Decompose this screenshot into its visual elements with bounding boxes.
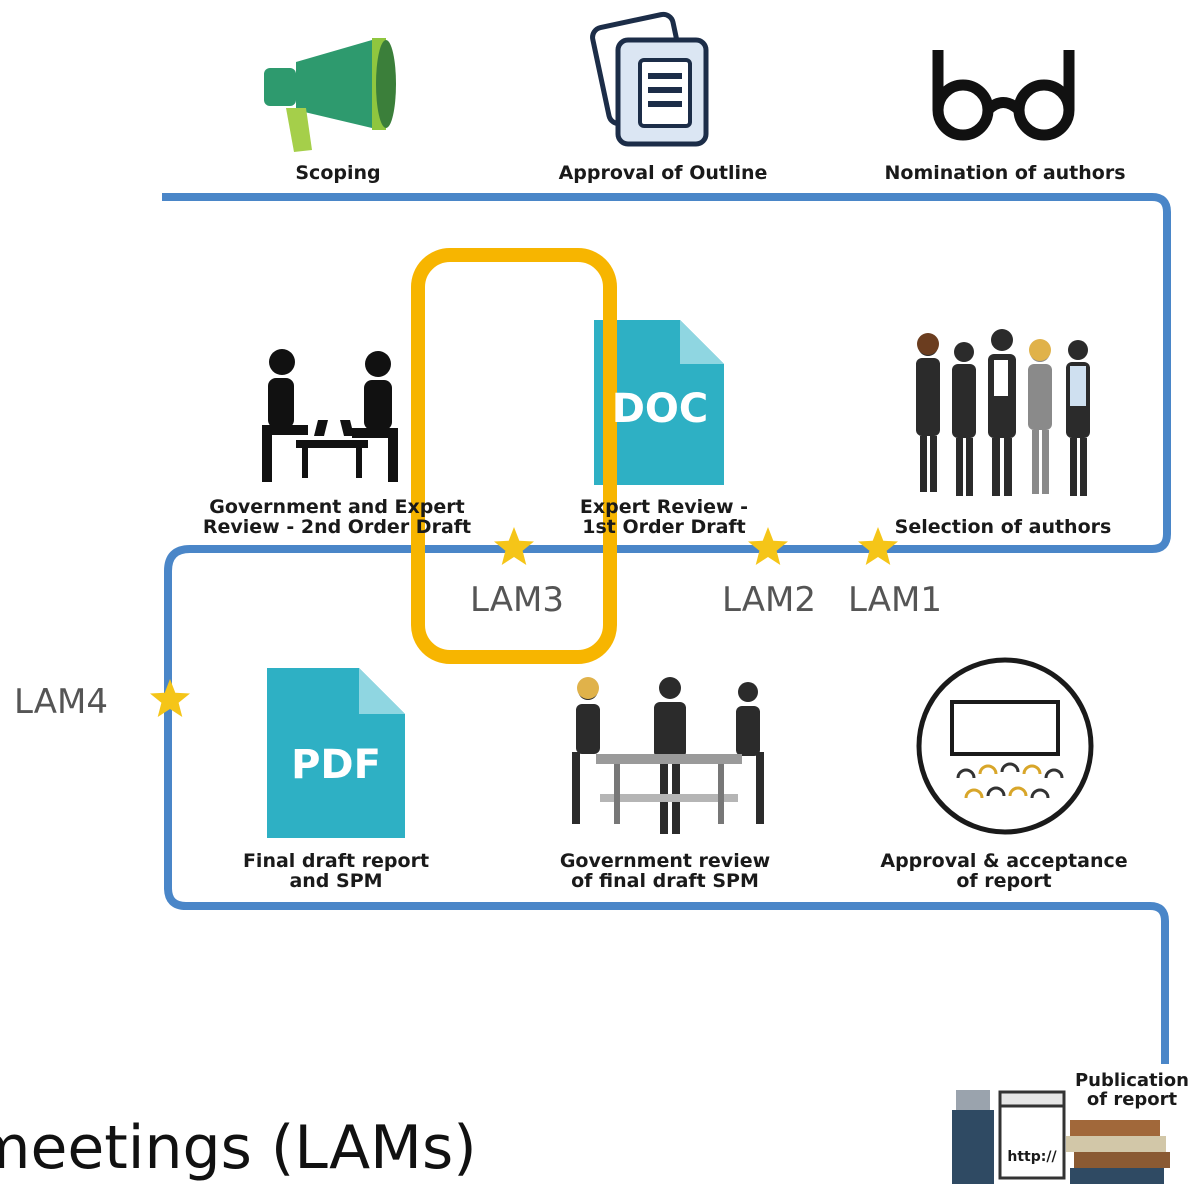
lam3-label: LAM3	[470, 580, 564, 620]
pdf-icon-label: PDF	[291, 742, 381, 788]
doc-icon-label: DOC	[611, 386, 709, 432]
browser-window-icon	[998, 1090, 1066, 1180]
final-draft-label: Final draft report and SPM	[242, 850, 430, 892]
pdf-file-icon	[267, 668, 405, 838]
usb-drive-icon	[952, 1090, 994, 1184]
outline-approval-label: Approval of Outline	[558, 162, 768, 184]
slide-title: meetings (LAMs)	[0, 1113, 477, 1183]
star-icon	[858, 527, 898, 565]
url-icon-label: http://	[1007, 1149, 1057, 1165]
star-icon	[748, 527, 788, 565]
people-at-table-icon	[262, 349, 398, 482]
lam2-label: LAM2	[722, 580, 816, 620]
lam1-label: LAM1	[848, 580, 942, 620]
group-of-people-icon	[916, 329, 1090, 496]
government-review-label: Government review of final draft SPM	[559, 850, 771, 892]
document-stack-icon	[590, 11, 709, 147]
second-order-draft-label: Government and Expert Review - 2nd Order…	[202, 496, 472, 538]
scoping-label: Scoping	[295, 162, 381, 184]
lam3-highlight-box	[411, 248, 617, 664]
selection-label: Selection of authors	[894, 516, 1112, 538]
nomination-label: Nomination of authors	[884, 162, 1126, 184]
lam4-label: LAM4	[14, 682, 108, 722]
megaphone-icon	[264, 38, 396, 152]
first-order-draft-label: Expert Review - 1st Order Draft	[579, 496, 749, 538]
presentation-audience-icon	[916, 657, 1094, 835]
star-icon	[494, 527, 534, 565]
meeting-table-icon	[572, 677, 764, 834]
star-icon	[150, 679, 190, 717]
glasses-icon	[932, 50, 1075, 141]
publication-label: Publication of report	[1074, 1070, 1189, 1110]
process-path	[162, 193, 1171, 1064]
approval-label: Approval & acceptance of report	[880, 850, 1128, 892]
books-stack-icon	[1066, 1120, 1170, 1184]
doc-file-icon	[594, 320, 724, 485]
